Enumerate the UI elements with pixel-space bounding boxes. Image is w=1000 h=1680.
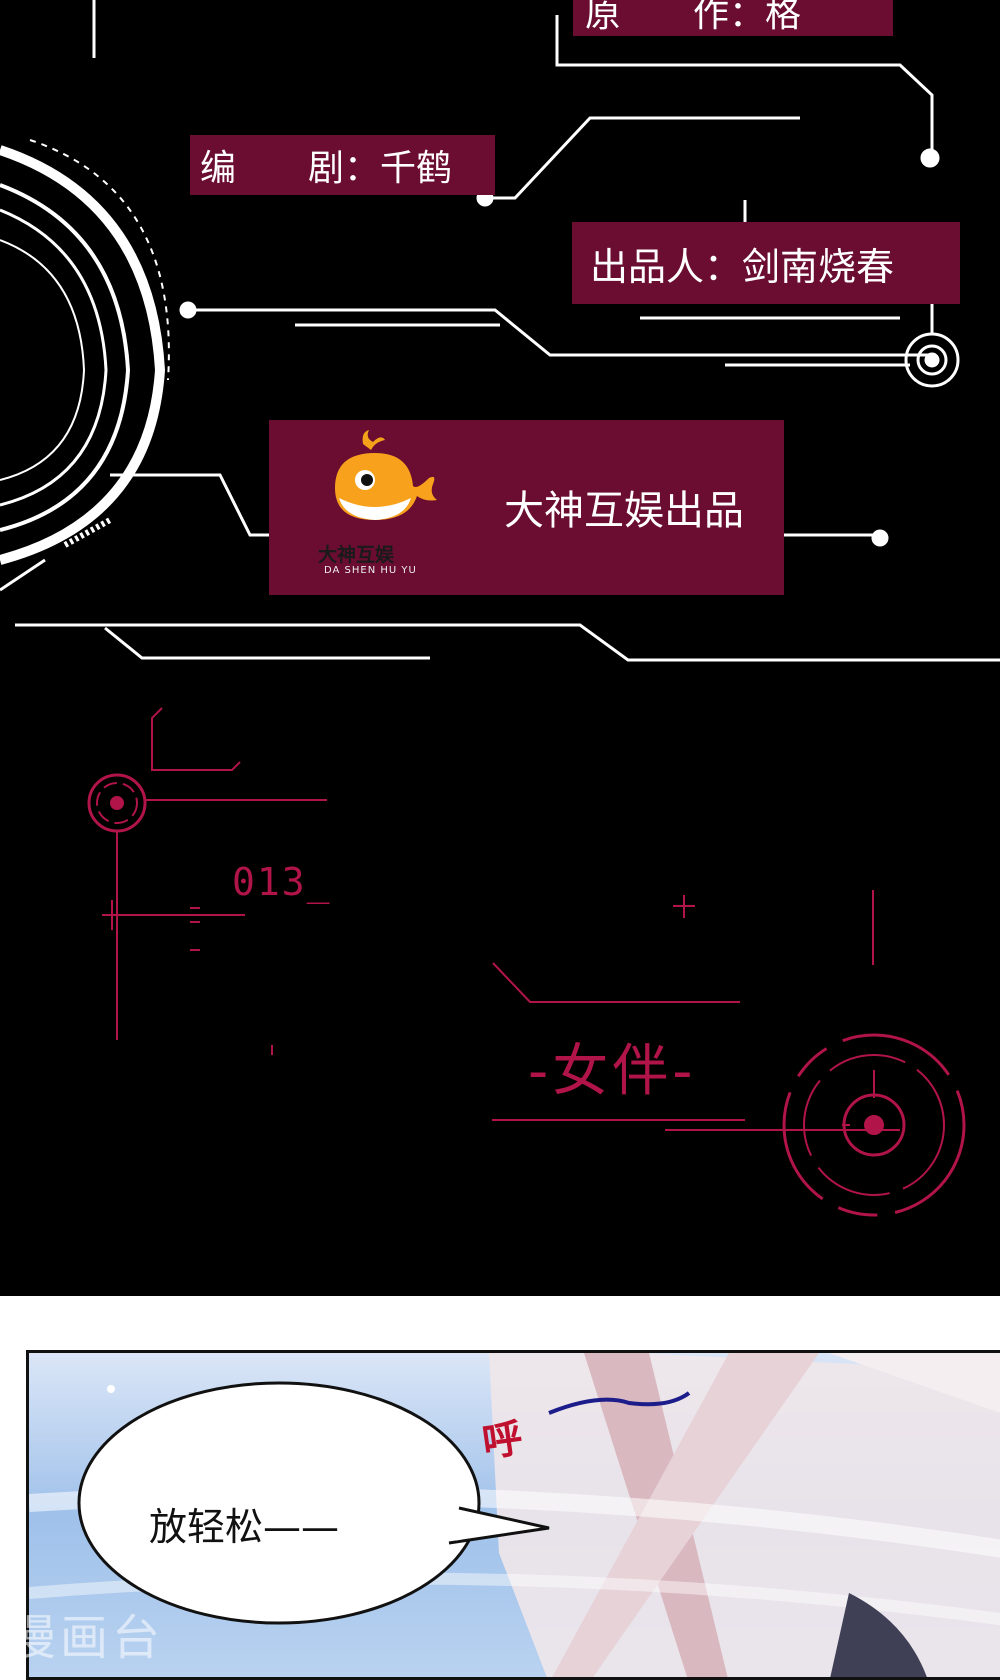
watermark: 漫画台 (8, 1610, 165, 1666)
hud-line (485, 116, 800, 200)
target-ring-red (782, 1033, 966, 1217)
speech-bubble (77, 1381, 481, 1625)
speech-bubble-text: 放轻松—— (149, 1505, 340, 1549)
episode-number: 013_ (232, 860, 332, 904)
studio-logo-text: 大神互娱 (318, 544, 395, 566)
sound-effect-text: 呼 (479, 1415, 526, 1467)
target-dot-red (110, 796, 124, 810)
hud-line (188, 308, 930, 357)
credits-panel (0, 0, 1000, 1296)
hud-dot (871, 529, 889, 547)
whale-logo-icon (335, 430, 437, 520)
credit-writer: 编 剧：千鹤 (190, 135, 495, 195)
credit-producer: 出品人：剑南烧春 (572, 222, 960, 304)
hud-line (104, 626, 430, 660)
circuit-ring-graphic (0, 139, 170, 592)
hud-dot (179, 301, 197, 319)
hud-dot (920, 148, 940, 168)
hud-line (15, 623, 1000, 662)
target-ring-red (96, 782, 138, 824)
hud-line-red (492, 962, 740, 1003)
hud-line (555, 15, 934, 158)
target-ring (916, 344, 948, 376)
credit-original-author: 原 作：格 (573, 0, 893, 36)
episode-title: -女伴- (528, 1039, 697, 1104)
target-ring-red (803, 1054, 945, 1196)
hud-decoration (0, 0, 1000, 1217)
comic-scene-art (29, 1353, 1000, 1677)
studio-label: 大神互娱出品 (504, 488, 744, 534)
comic-panel: 放轻松—— 呼 (26, 1350, 1000, 1680)
target-dot-red (864, 1115, 884, 1135)
hud-line-red (151, 707, 241, 771)
studio-logo-subtext: DA SHEN HU YU (324, 565, 417, 576)
target-dot (924, 352, 940, 368)
